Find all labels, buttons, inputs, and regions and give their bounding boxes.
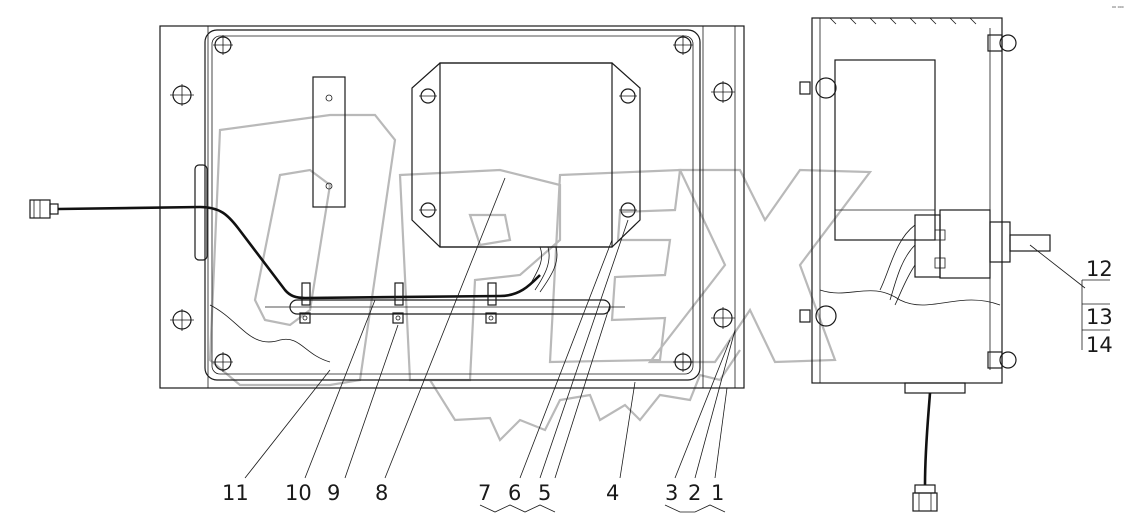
side-screw-left-bottom (170, 309, 194, 331)
watermark-letter-o (208, 113, 397, 387)
callout-11: 11 (222, 481, 249, 505)
callout-3: 3 (665, 481, 678, 505)
control-module (411, 62, 641, 293)
side-housing (811, 17, 1003, 394)
watermark-gear (429, 349, 741, 442)
callout-8: 8 (375, 481, 388, 505)
switch-assembly (879, 209, 1051, 306)
side-screw-left-top (170, 84, 194, 106)
corner-screw-top-right (673, 35, 693, 55)
plate-slot (194, 164, 208, 261)
callout-14: 14 (1086, 333, 1113, 357)
callout-2: 2 (688, 481, 701, 505)
corner-screw-top-left (213, 35, 233, 55)
break-line-left (209, 304, 331, 363)
callout-4: 4 (606, 481, 619, 505)
callout-10: 10 (285, 481, 312, 505)
clamp-rail (265, 299, 625, 315)
watermark-letter-p (398, 168, 562, 382)
wire-clamp-3 (485, 282, 497, 324)
housing-screw-top (987, 34, 1017, 52)
callout-12: 12 (1086, 257, 1113, 281)
brace-left-group (479, 504, 556, 513)
mounting-plate (159, 25, 745, 389)
module-screw-4 (619, 202, 637, 218)
side-screw-right-bottom (711, 307, 735, 329)
callout-13: 13 (1086, 305, 1113, 329)
corner-screw-bottom-right (673, 352, 693, 372)
left-connector (29, 199, 59, 219)
watermark-letter-e (548, 168, 682, 364)
corner-mark: ⁰⁰ ⁰⁰⁰ (1112, 6, 1124, 12)
corner-screw-bottom-left (213, 352, 233, 372)
callout-5: 5 (538, 481, 551, 505)
housing-screw-upper-left (799, 77, 837, 99)
break-line-right (819, 289, 1001, 306)
wire-clamp-1 (299, 282, 311, 324)
housing-screw-bottom (987, 351, 1017, 369)
callout-9: 9 (327, 481, 340, 505)
module-screw-1 (419, 88, 437, 104)
module-screw-3 (419, 202, 437, 218)
leader-lines (244, 177, 1110, 479)
wire-clamp-2 (392, 282, 404, 324)
callout-6: 6 (508, 481, 521, 505)
bottom-cable-connector (912, 392, 938, 512)
watermark-logo (208, 113, 873, 442)
wire-harness (57, 205, 541, 300)
watermark-letter-x (647, 168, 873, 364)
slot-bracket (312, 76, 346, 208)
side-screw-right-top (711, 81, 735, 103)
callout-7: 7 (478, 481, 491, 505)
brace-right-group (664, 504, 726, 513)
housing-screw-lower-left (799, 305, 837, 327)
callout-1: 1 (711, 481, 724, 505)
module-screw-2 (619, 88, 637, 104)
